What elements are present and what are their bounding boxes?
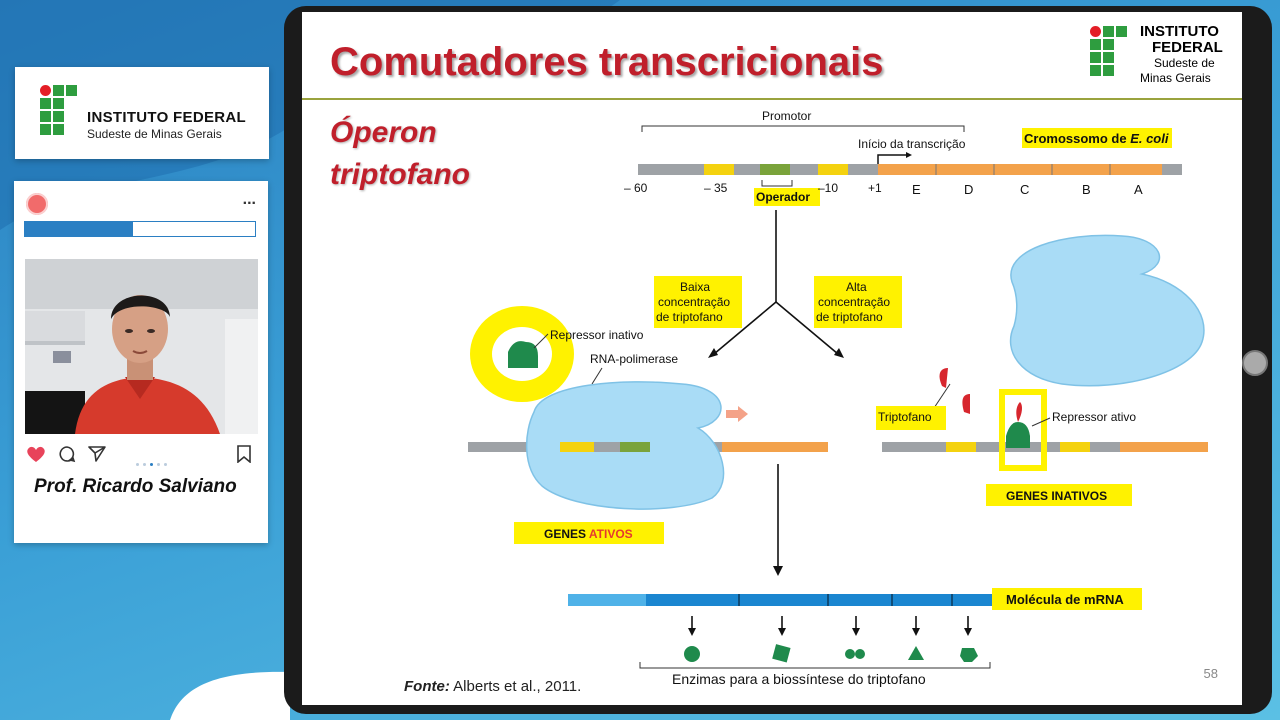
repressor-inativo-label: Repressor inativo	[550, 328, 644, 342]
source-citation: Fonte: Alberts et al., 2011.	[404, 678, 581, 695]
operon-diagram: Promotor Início da transcrição Cromossom…	[468, 109, 1208, 687]
operador-label: Operador	[756, 190, 810, 204]
repressor-ativo-shape	[1006, 422, 1030, 448]
enzimas-label: Enzimas para a biossíntese do triptofano	[672, 671, 926, 687]
bookmark-icon[interactable]	[236, 445, 252, 463]
promotor-label: Promotor	[762, 109, 811, 123]
gene-b: B	[1082, 182, 1091, 197]
logo-subtitle: Sudeste de Minas Gerais	[87, 127, 222, 141]
slide-title: Comutadores transcricionais	[330, 40, 884, 84]
subtitle-line-1: Óperon	[330, 116, 437, 149]
mrna-bar	[568, 594, 992, 606]
rna-polimerase-free-shape	[1009, 234, 1205, 387]
trp-genes-bar	[878, 164, 1162, 175]
presenter-post-card: ...	[14, 181, 268, 543]
heart-icon[interactable]	[26, 445, 46, 463]
slide-logo-line-3: Sudeste de	[1154, 56, 1215, 70]
progress-bar	[24, 221, 256, 237]
gene-d: D	[964, 182, 973, 197]
slide-logo-text: INSTITUTO FEDERAL Sudeste de Minas Gerai…	[1140, 24, 1240, 86]
baixa-line-3: de triptofano	[656, 310, 723, 324]
slide-logo-icon	[1090, 26, 1127, 76]
presenter-video[interactable]	[25, 259, 258, 434]
alta-line-2: concentração	[818, 295, 890, 309]
presenter-name: Prof. Ricardo Salviano	[34, 476, 237, 497]
rna-polimerase-label: RNA-polimerase	[590, 352, 678, 366]
repressor-ativo-highlight	[999, 389, 1047, 471]
inicio-label: Início da transcrição	[858, 137, 966, 151]
baixa-line-2: concentração	[658, 295, 730, 309]
gene-a: A	[1134, 182, 1143, 197]
cromossomo-highlight	[1022, 128, 1172, 148]
genes-inativos-label: GENES INATIVOS	[1006, 489, 1107, 503]
triptofano-label: Triptofano	[878, 410, 932, 424]
repressor-ativo-label: Repressor ativo	[1052, 410, 1136, 424]
cromossomo-label: Cromossomo de E. coli	[1024, 131, 1169, 146]
tablet-home-button[interactable]	[1242, 350, 1268, 376]
subtitle-line-2: triptofano	[330, 158, 470, 191]
avatar[interactable]	[26, 193, 48, 215]
logo-title: INSTITUTO FEDERAL	[87, 109, 246, 126]
share-icon[interactable]	[88, 445, 106, 463]
progress-fill	[25, 222, 134, 236]
pos-minus10: –10	[818, 181, 838, 195]
page-number: 58	[1203, 666, 1218, 681]
gene-e: E	[912, 182, 921, 197]
slide-logo-line-2: FEDERAL	[1152, 39, 1223, 56]
alta-line-1: Alta	[846, 280, 867, 294]
slide-subtitle: Óperon triptofano	[330, 112, 470, 196]
pos-minus35: – 35	[704, 181, 728, 195]
title-divider	[302, 98, 1242, 100]
mrna-label: Molécula de mRNA	[1006, 592, 1124, 607]
source-text: Alberts et al., 2011.	[453, 678, 582, 695]
pos-minus60: – 60	[624, 181, 648, 195]
genes-ativos-label: GENES ATIVOS	[544, 527, 633, 541]
pos-plus1: +1	[868, 181, 882, 195]
carousel-dots	[136, 453, 171, 471]
post-actions	[26, 445, 258, 466]
comment-icon[interactable]	[58, 445, 76, 463]
slide-logo-line-4: Minas Gerais	[1140, 71, 1211, 85]
alta-line-3: de triptofano	[816, 310, 883, 324]
enzyme-shapes	[684, 644, 978, 663]
slide-logo-line-1: INSTITUTO	[1140, 23, 1219, 40]
source-label: Fonte:	[404, 678, 450, 695]
institute-logo-icon	[40, 85, 77, 135]
baixa-line-1: Baixa	[680, 280, 710, 294]
slide: Comutadores transcricionais Óperon tript…	[302, 12, 1242, 705]
repressor-inativo-shape	[508, 341, 538, 368]
more-options-icon[interactable]: ...	[242, 191, 256, 208]
sidebar-logo-card: INSTITUTO FEDERAL Sudeste de Minas Gerai…	[15, 67, 269, 159]
gene-c: C	[1020, 182, 1029, 197]
